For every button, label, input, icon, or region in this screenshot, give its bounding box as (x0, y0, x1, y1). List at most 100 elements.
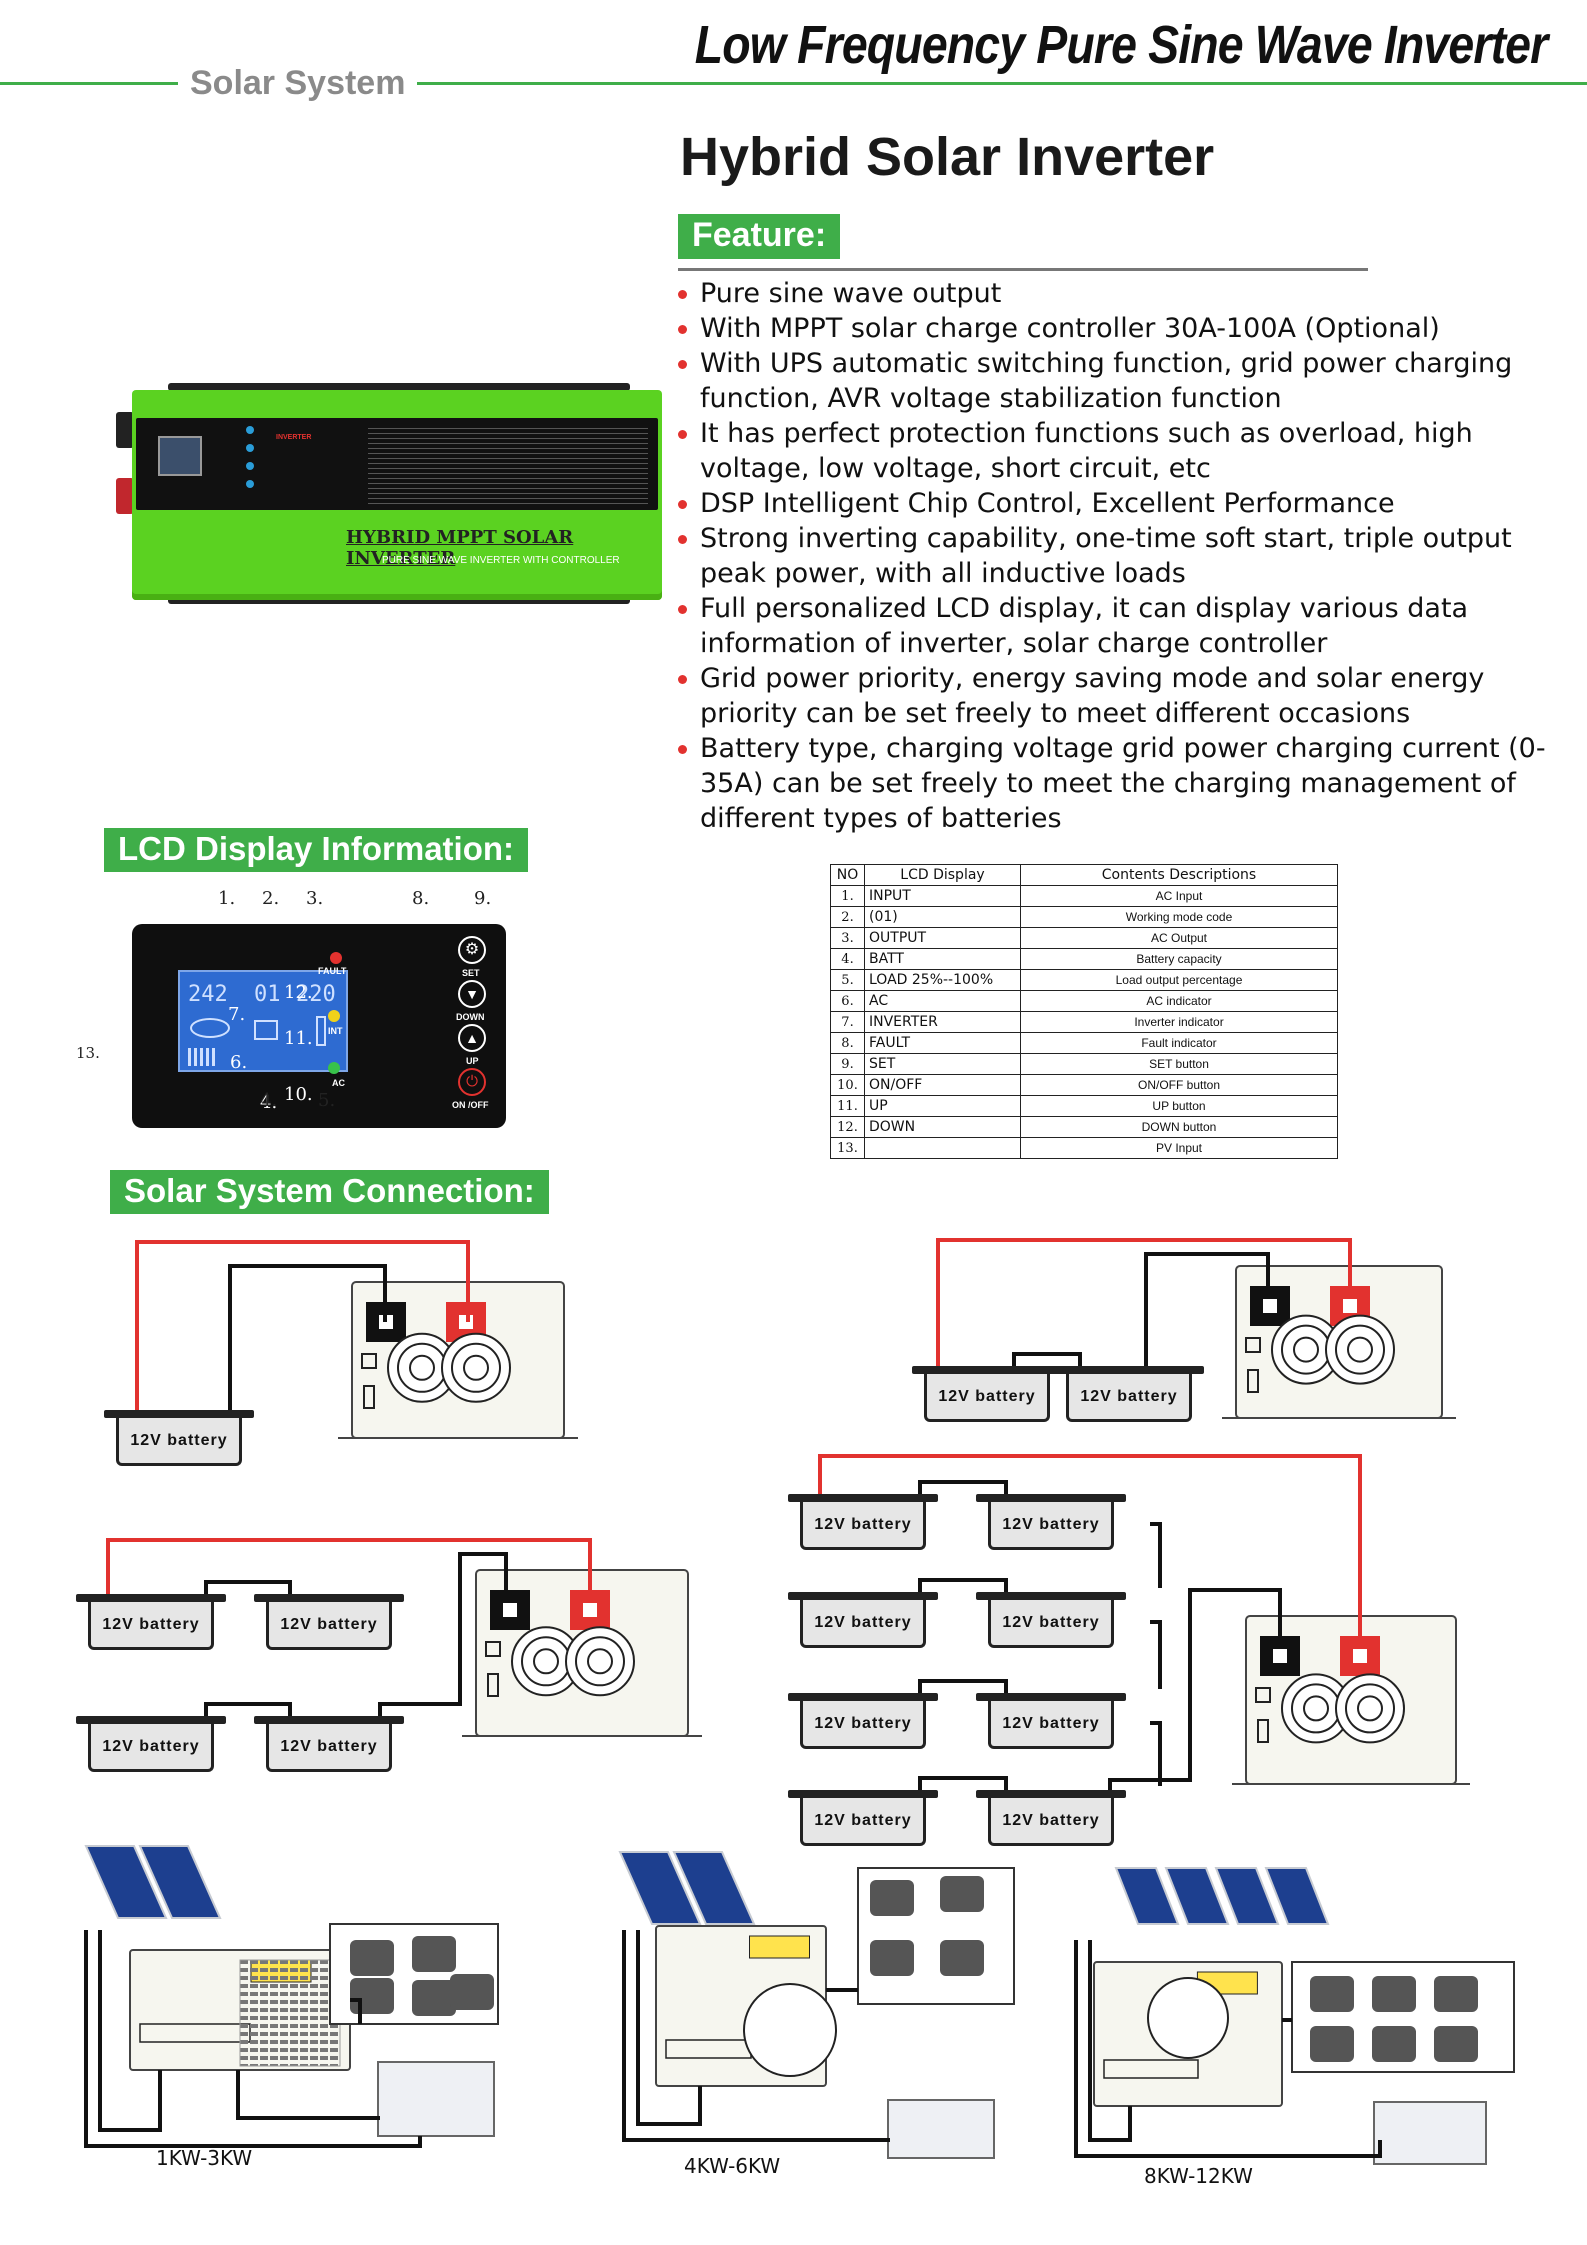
fault-led (330, 952, 342, 964)
battery-label: 12V battery (800, 1600, 926, 1648)
terminal-hole-icon (1263, 1299, 1277, 1313)
wire-negative-c (378, 1552, 508, 1716)
terminal-hole-icon (583, 1603, 597, 1617)
feature-label: Feature: (678, 214, 841, 259)
fuse-icon (1247, 1369, 1259, 1393)
wire-system-large (1088, 1940, 1132, 2142)
load-icon (316, 1016, 326, 1046)
battery-label: 12V battery (988, 1701, 1114, 1749)
solar-panel-icon (1114, 1867, 1180, 1925)
battery-unit: 12V battery (976, 1790, 1126, 1848)
solar-panel-icon (1164, 1867, 1230, 1925)
battery-cap (976, 1494, 1126, 1502)
set-button[interactable]: ⚙ (458, 936, 486, 964)
inverter-logo: INVERTER (276, 434, 312, 441)
up-button[interactable]: ▲ (458, 1024, 486, 1052)
wire-positive-a (135, 1240, 470, 1410)
wire-positive-b (936, 1238, 1352, 1366)
battery-unit: 12V battery (76, 1594, 226, 1652)
fan-hub-icon (1347, 1336, 1373, 1363)
fan-ring-icon (1345, 1683, 1395, 1734)
led-icon (246, 480, 254, 488)
wire-series-c1 (204, 1580, 292, 1594)
wire-series-d (918, 1776, 1008, 1790)
solar-panel-icon (1264, 1867, 1330, 1925)
appliance-icon (412, 1980, 456, 2016)
table-cell: AC Input (1020, 885, 1338, 907)
terminal-hole-icon (503, 1603, 517, 1617)
table-cell: 13. (830, 1137, 865, 1159)
wire-series-b (1012, 1352, 1082, 1366)
feature-item: Battery type, charging voltage grid powe… (672, 731, 1572, 836)
warning-label-icon (749, 1935, 810, 1959)
inverter-led-label: INT (328, 1026, 343, 1036)
solar-panel-icon (672, 1851, 756, 1925)
lcd-screen: 242 01 220 (178, 970, 348, 1072)
fuse-icon (487, 1673, 499, 1697)
battery-unit: 12V battery (788, 1592, 938, 1650)
section-tag: Solar System (178, 64, 418, 103)
inverter-product-image: INVERTER HYBRID MPPT SOLAR INVERTER PURE… (132, 390, 662, 600)
wire-negative-b (1144, 1252, 1270, 1366)
appliance-icon (450, 1974, 494, 2010)
fan-ring-icon (1335, 1324, 1385, 1375)
battery-cap (76, 1716, 226, 1724)
fan-ring-icon (451, 1342, 501, 1393)
fan-ring-icon (575, 1636, 625, 1687)
battery-terminal-red (116, 478, 134, 514)
battery-cap (788, 1693, 938, 1701)
inverter-led (328, 1010, 340, 1022)
battery-unit: 12V battery (788, 1790, 938, 1848)
feature-item: With MPPT solar charge controller 30A-10… (672, 311, 1572, 346)
inverter-sub-text: PURE SINE WAVE INVERTER WITH CONTROLLER (382, 555, 620, 566)
feature-item: Pure sine wave output (672, 276, 1572, 311)
fan-hub-icon (409, 1354, 435, 1381)
fan-icon (743, 1983, 837, 2077)
battery-cap (254, 1594, 404, 1602)
switch-icon (1245, 1337, 1261, 1353)
wire-system-medium (636, 1930, 702, 2126)
table-row: 13.PV Input (830, 1137, 1338, 1159)
lcd-input-reading: 242 (188, 982, 228, 1007)
table-cell: Working mode code (1020, 906, 1338, 928)
fuse-icon (363, 1385, 375, 1409)
table-header: Contents Descriptions (1020, 864, 1338, 886)
fan-hub-icon (1303, 1695, 1329, 1722)
callout-8: 8. (412, 888, 430, 909)
appliance-icon (870, 1940, 914, 1976)
terminal-hole-icon (1273, 1649, 1287, 1663)
wire-series-d (918, 1679, 1008, 1693)
appliance-icon (1372, 2026, 1416, 2062)
wire-system-small (236, 2070, 380, 2120)
power-button[interactable]: ⏻ (458, 1068, 486, 1096)
ac-led (328, 1062, 340, 1074)
callout-4-label: 4. (260, 1090, 278, 1111)
callout-1: 1. (218, 888, 236, 909)
battery-label: 12V battery (88, 1602, 214, 1650)
inverter-spec-label (368, 424, 648, 504)
feature-item: Full personalized LCD display, it can di… (672, 591, 1572, 661)
led-icon (246, 426, 254, 434)
solar-panel-icon (618, 1851, 702, 1925)
distribution-box-icon (1373, 2101, 1487, 2165)
table-cell: 6. (830, 990, 865, 1012)
switch-icon (485, 1641, 501, 1657)
down-button[interactable]: ▼ (458, 980, 486, 1008)
battery-cap (976, 1592, 1126, 1600)
wire-series-d (918, 1480, 1008, 1494)
led-icon (246, 444, 254, 452)
led-icon (246, 462, 254, 470)
appliance-icon (1434, 2026, 1478, 2062)
appliance-icon (350, 1940, 394, 1976)
appliance-icon (940, 1876, 984, 1912)
battery-label: 12V battery (266, 1724, 392, 1772)
fault-led-label: FAULT (318, 966, 347, 976)
fan-hub-icon (587, 1648, 613, 1675)
fuse-icon (1257, 1719, 1269, 1743)
set-button-label: SET (462, 968, 480, 978)
